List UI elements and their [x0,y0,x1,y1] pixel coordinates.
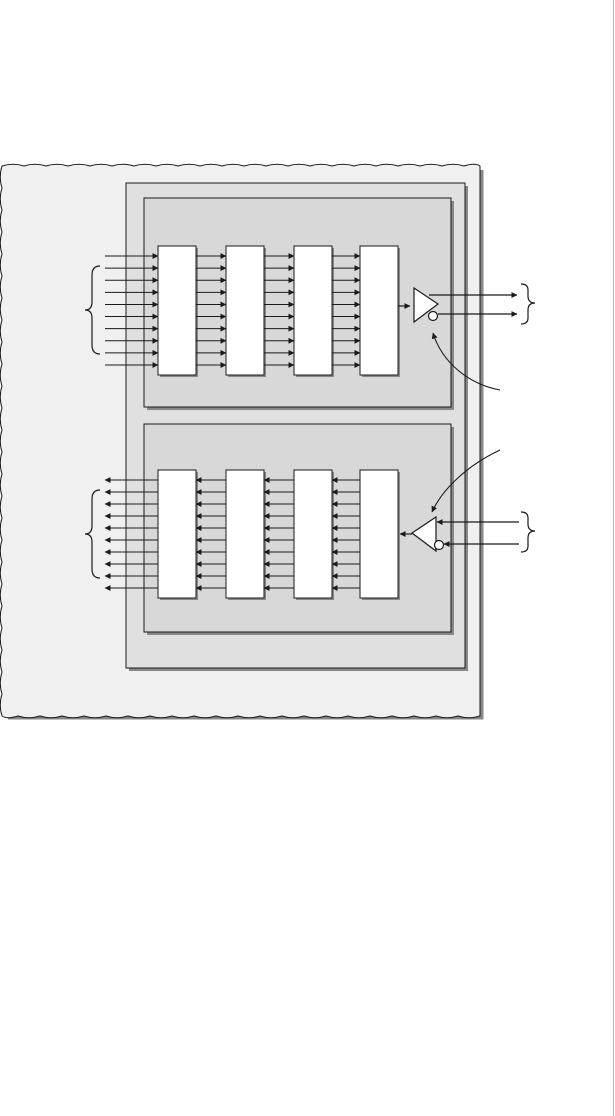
brace-serial-input [521,512,535,552]
register-box [294,246,332,375]
receiver-inversion-bubble-icon [435,541,444,550]
transmit-block [105,198,454,410]
register-box [360,246,398,375]
page-edge-rule [613,0,614,1116]
receive-block [105,424,454,635]
driver-inversion-bubble-icon [429,312,438,321]
register-box [158,246,196,375]
brace-serial-output [521,284,535,324]
register-box [226,246,264,375]
register-box [226,470,264,598]
register-box [294,470,332,598]
register-box [158,470,196,598]
register-box [360,470,398,598]
